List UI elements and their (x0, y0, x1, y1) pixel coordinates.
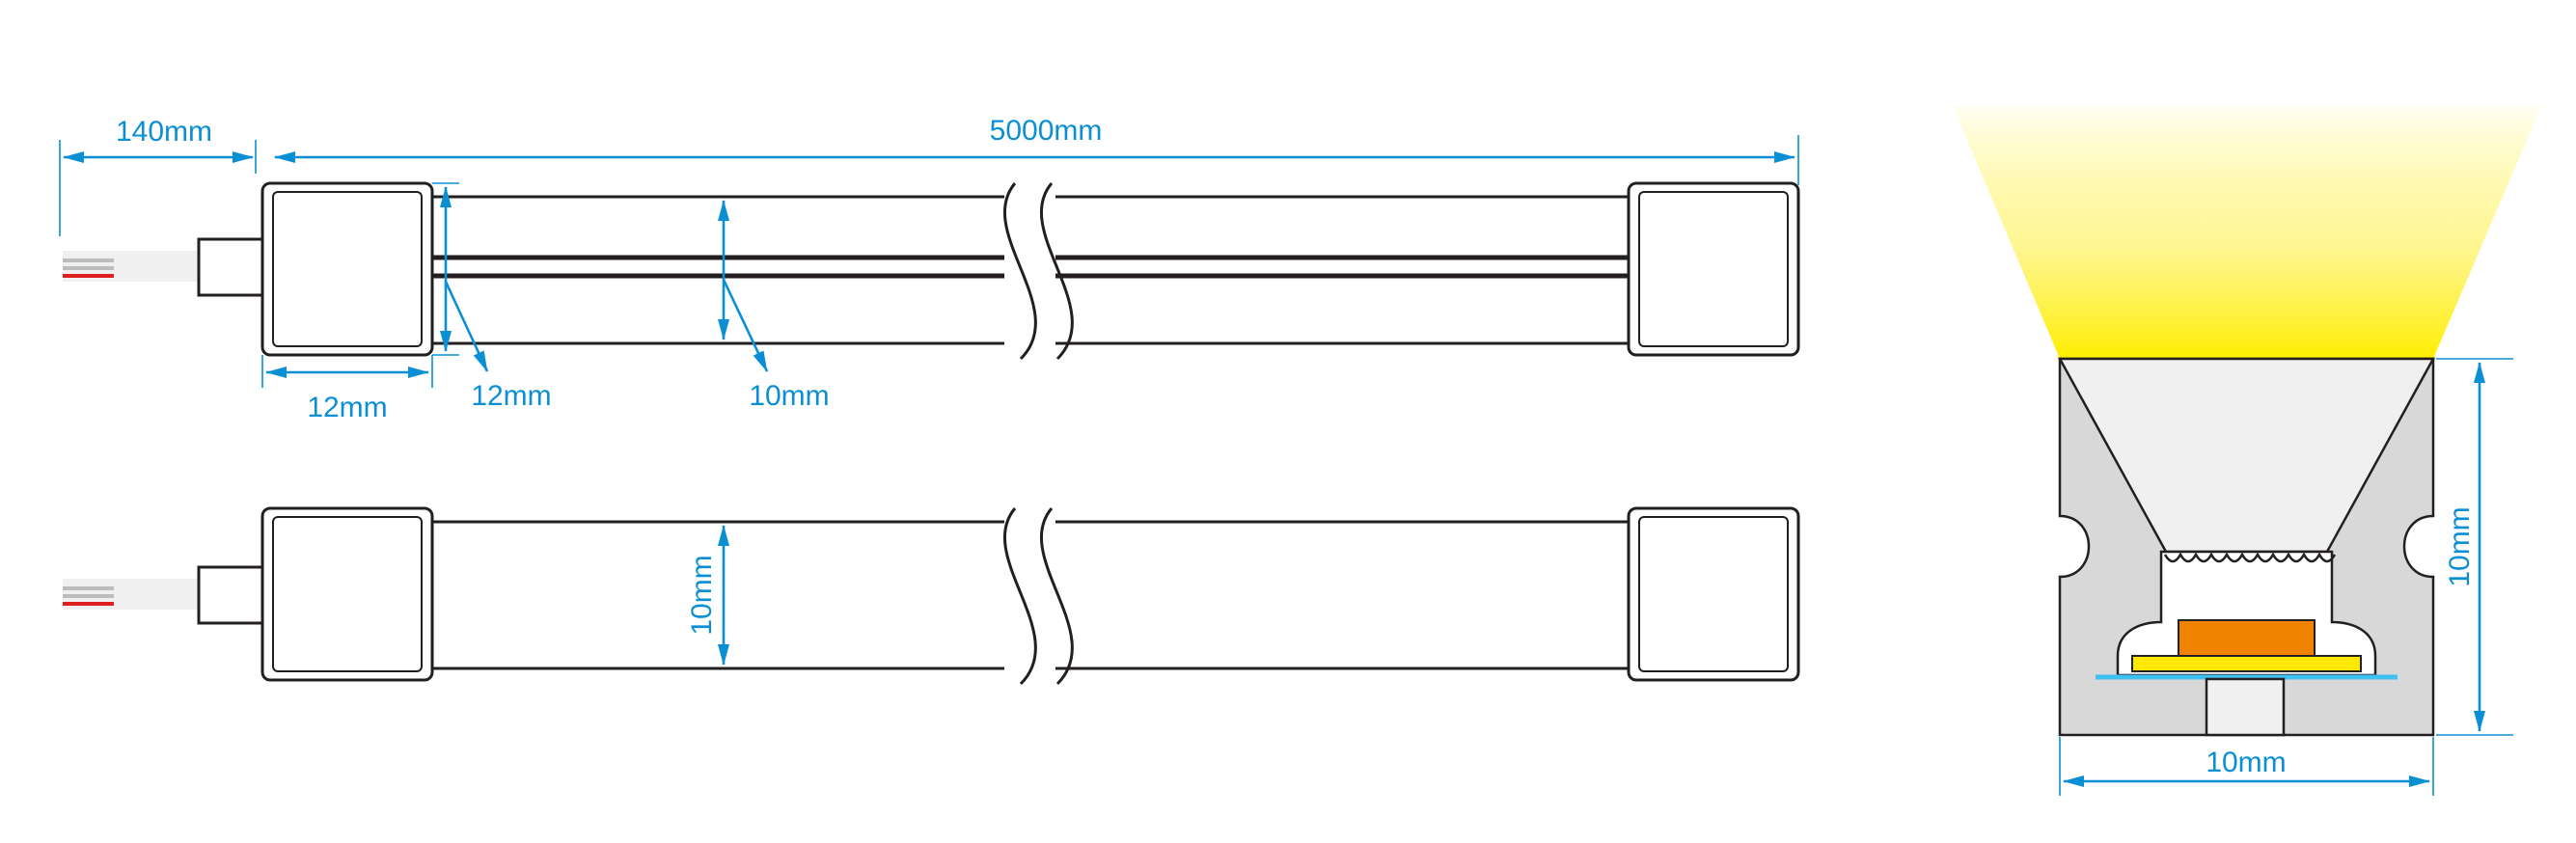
side-view: 10mm (63, 506, 1800, 686)
wire-channel (2205, 677, 2286, 737)
top-view: 140mm 5000mm 12mm 12mm 10mm (59, 115, 1800, 423)
total-length-label: 5000mm (990, 115, 1103, 147)
dimension-profile-width: 10mm (2059, 737, 2434, 796)
dimension-strip-height-side: 10mm (686, 525, 729, 666)
pcb-board (2131, 655, 2362, 672)
light-beam (1953, 106, 2541, 359)
strip-body-top (430, 182, 1631, 361)
lead-length-label: 140mm (116, 116, 212, 148)
profile-height-label: 10mm (2444, 506, 2476, 586)
end-cap-left-side (260, 506, 434, 682)
connector-plug-side (197, 565, 264, 625)
dimension-strip-height-top: 10mm (718, 200, 830, 412)
strip-body-side (430, 507, 1631, 686)
wire-lead-top (63, 251, 200, 282)
end-cap-width-label: 12mm (307, 392, 387, 423)
end-cap-right-side (1627, 506, 1800, 682)
dimension-end-cap-height: 12mm (432, 182, 552, 412)
end-cap-right-top (1627, 181, 1800, 357)
led-chip (2178, 619, 2316, 657)
strip-height-top-label: 10mm (749, 380, 829, 412)
dimension-profile-height: 10mm (2436, 358, 2513, 736)
connector-plug-top (197, 237, 264, 297)
dimension-lead-length: 140mm (59, 116, 257, 236)
profile-width-label: 10mm (2206, 747, 2286, 778)
diffuser-wave (2163, 552, 2337, 563)
end-cap-left-top (260, 181, 434, 357)
wire-lead-side (63, 579, 200, 610)
strip-height-side-label: 10mm (686, 555, 718, 635)
dimension-total-length: 5000mm (274, 115, 1799, 185)
end-cap-height-label: 12mm (471, 380, 551, 412)
dimension-end-cap-width: 12mm (261, 355, 433, 423)
cross-section-profile: 10mm 10mm (1953, 106, 2541, 796)
